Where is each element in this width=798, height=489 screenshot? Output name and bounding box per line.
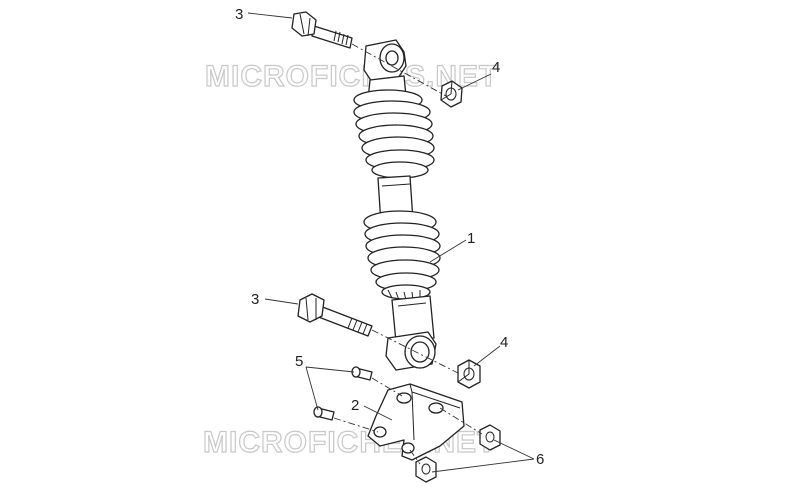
- leader-6b: [431, 458, 535, 473]
- screw-lower: [313, 406, 335, 421]
- leader-5b: [305, 366, 319, 411]
- label-5: 5: [295, 353, 303, 370]
- nut-bottom: [415, 456, 437, 483]
- leader-3-mid: [264, 298, 299, 305]
- label-4-top: 4: [492, 59, 500, 76]
- axis-top: [351, 43, 447, 97]
- nut-right: [479, 424, 501, 451]
- leader-3-top: [247, 12, 293, 19]
- axis-nut-bottom: [409, 449, 421, 465]
- axis-middle: [371, 329, 461, 375]
- top-bolt: [291, 11, 353, 49]
- leader-1: [429, 239, 467, 263]
- top-nut: [440, 80, 463, 108]
- leader-4-mid: [473, 345, 501, 367]
- middle-nut: [457, 359, 481, 389]
- label-3-top: 3: [235, 6, 243, 23]
- label-4-mid: 4: [500, 334, 508, 351]
- leader-4-top: [457, 73, 492, 91]
- leader-6a: [493, 439, 535, 460]
- middle-bolt: [297, 293, 373, 337]
- shock-absorber: [353, 39, 441, 371]
- label-1: 1: [467, 230, 475, 247]
- axis-nut-right: [439, 407, 483, 435]
- label-2: 2: [351, 397, 359, 414]
- label-3-mid: 3: [251, 291, 259, 308]
- axis-screw-upper: [371, 377, 403, 397]
- screw-upper: [351, 366, 373, 381]
- leader-2: [363, 405, 393, 421]
- label-6: 6: [536, 451, 544, 468]
- leader-5a: [305, 366, 355, 373]
